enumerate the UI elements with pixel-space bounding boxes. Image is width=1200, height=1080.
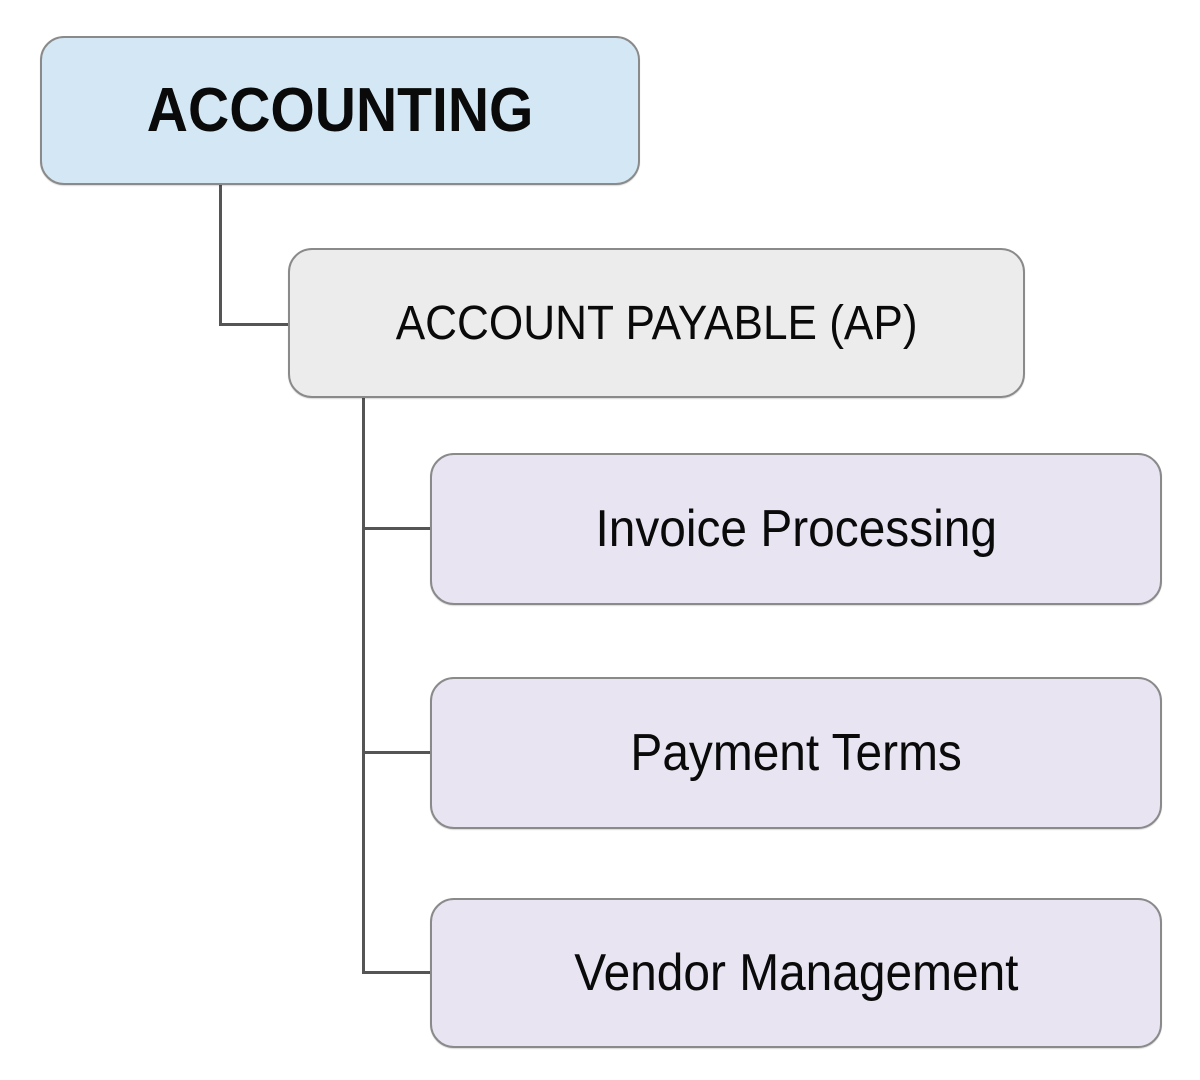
node-account-payable-label: ACCOUNT PAYABLE (AP) <box>395 296 918 350</box>
connector-ap-trunk <box>362 398 365 974</box>
node-invoice-processing: Invoice Processing <box>430 453 1162 605</box>
connector-branch-invoice-processing <box>362 527 432 530</box>
node-vendor-management-label: Vendor Management <box>573 944 1019 1002</box>
connector-branch-vendor-management <box>362 971 432 974</box>
node-vendor-management: Vendor Management <box>430 898 1162 1048</box>
node-accounting-label: ACCOUNTING <box>146 76 534 145</box>
node-accounting: ACCOUNTING <box>40 36 640 185</box>
node-account-payable: ACCOUNT PAYABLE (AP) <box>288 248 1025 398</box>
node-payment-terms: Payment Terms <box>430 677 1162 829</box>
connector-branch-payment-terms <box>362 751 432 754</box>
node-invoice-processing-label: Invoice Processing <box>595 500 997 558</box>
connector-accounting-to-ap <box>219 185 292 326</box>
node-payment-terms-label: Payment Terms <box>630 724 962 782</box>
